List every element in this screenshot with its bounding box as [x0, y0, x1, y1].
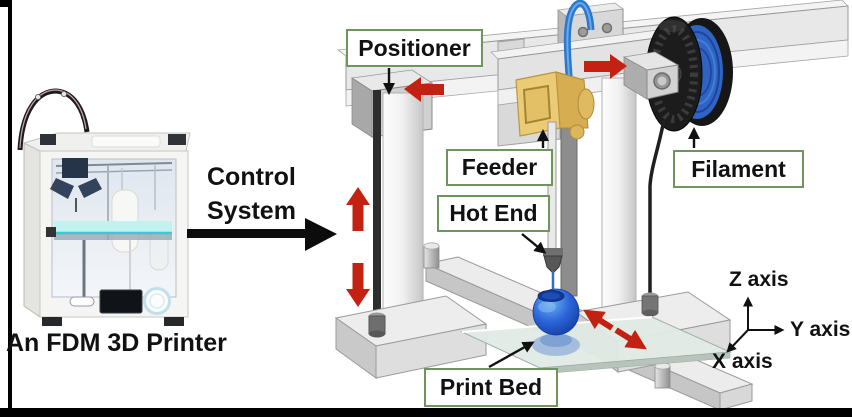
- hotend-rail-slot: [560, 123, 578, 297]
- printer-corner-block: [40, 134, 56, 145]
- motion-arrows: [346, 54, 647, 350]
- display-screen: [99, 289, 143, 314]
- left-column: [382, 92, 424, 331]
- control-knob-ring: [149, 293, 165, 309]
- label-print-bed: Print Bed: [424, 368, 558, 407]
- motion-arrow-left-icon: [404, 77, 444, 102]
- fan-shroud: [78, 178, 102, 198]
- ball-reflection-core: [540, 333, 572, 347]
- hot-end-assembly: [543, 121, 563, 290]
- control-system-line2: System: [207, 197, 296, 225]
- printer-top-recess: [91, 135, 161, 148]
- label-pointers: [383, 68, 700, 369]
- filament-strand: [648, 119, 666, 295]
- bed-clip: [46, 227, 56, 237]
- bowden-filament-hint: [19, 89, 87, 149]
- label-hot-end: Hot End: [437, 195, 550, 232]
- figure-border-left: [8, 0, 12, 417]
- printer-foot: [42, 317, 62, 326]
- hot-end-rod: [547, 121, 557, 253]
- fdm-printer-photo: [17, 88, 191, 326]
- x-axis-label: X axis: [712, 350, 773, 373]
- control-flow-arrow: [187, 218, 337, 251]
- motion-arrow-up-icon: [346, 187, 370, 231]
- printer-left-side: [23, 142, 41, 318]
- bed-motion-arrow-icon: [583, 309, 614, 331]
- figure-border-corner: [0, 0, 12, 7]
- fan-shroud: [50, 178, 74, 199]
- tube-clip: [61, 91, 68, 98]
- x-axis-arrow-icon: [726, 329, 749, 353]
- hot-end-pointer-arrow: [521, 233, 547, 254]
- tube-clip: [35, 94, 42, 101]
- usb-slot: [69, 296, 95, 307]
- ball-reflection: [532, 334, 580, 356]
- print-head: [62, 158, 88, 178]
- bed-motion-arrow-icon: [614, 327, 647, 350]
- extruded-ball: [532, 288, 580, 336]
- label-positioner: Positioner: [346, 29, 483, 67]
- feeder-tube-highlight: [566, 2, 592, 89]
- hot-end-collar: [543, 248, 563, 256]
- motion-arrow-right-icon: [584, 54, 627, 79]
- bed-glow: [54, 221, 172, 232]
- control-knob: [143, 287, 171, 315]
- bed-underside: [54, 234, 172, 240]
- control-system-line1: Control: [207, 163, 296, 191]
- printer-caption: An FDM 3D Printer: [6, 329, 227, 357]
- y-axis-label: Y axis: [790, 318, 851, 341]
- feeder-box: [515, 0, 595, 140]
- z-axis-label: Z axis: [729, 268, 789, 291]
- left-z-rod: [373, 90, 381, 318]
- print-bed-pointer-arrow: [488, 341, 535, 369]
- figure-border-bottom: [0, 408, 852, 417]
- right-positioner-block: [622, 51, 680, 100]
- hot-end-nozzle: [543, 255, 563, 274]
- control-system-text: Control System: [207, 160, 296, 228]
- printer-schematic: [334, 0, 849, 411]
- motion-arrow-down-icon: [346, 263, 370, 307]
- right-column: [601, 77, 637, 311]
- axis-indicator: [726, 296, 785, 353]
- printer-foot: [164, 317, 184, 326]
- label-filament: Filament: [673, 150, 804, 188]
- label-feeder: Feeder: [446, 149, 553, 186]
- printer-corner-block: [168, 134, 186, 145]
